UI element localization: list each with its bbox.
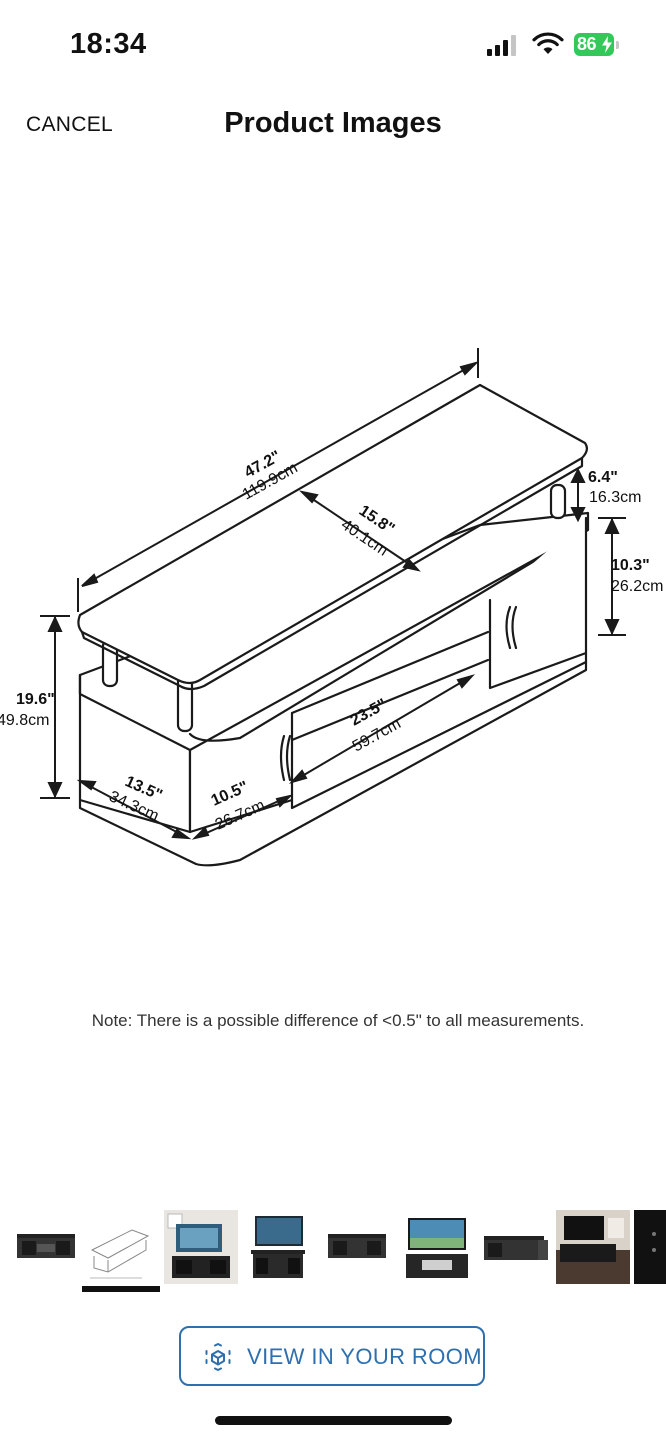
- product-dimension-image[interactable]: 47.2" 119.9cm 15.8" 40.1cm 6.4" 16.3cm 1…: [0, 330, 666, 880]
- dim-total-height-cm: 49.8cm: [0, 712, 49, 729]
- view-in-your-room-label: VIEW IN YOUR ROOM: [247, 1344, 482, 1369]
- battery-percent: 86: [577, 34, 597, 54]
- thumbnail-2-selected[interactable]: [82, 1210, 160, 1292]
- status-bar: 18:34 86: [0, 0, 666, 90]
- thumbnail-9[interactable]: [634, 1210, 666, 1284]
- thumbnail-3[interactable]: [164, 1210, 238, 1284]
- charging-bolt-icon: [602, 36, 612, 53]
- dim-riser-height-in: 6.4": [588, 469, 618, 486]
- status-time: 18:34: [70, 28, 147, 60]
- battery-charging-icon: 86: [574, 33, 620, 56]
- thumbnail-7[interactable]: [478, 1210, 552, 1284]
- dim-riser-height-cm: 16.3cm: [589, 489, 641, 506]
- page-title: Product Images: [224, 107, 442, 139]
- dim-cabinet-height-in: 10.3": [611, 557, 650, 574]
- battery-body: [574, 33, 614, 56]
- thumbnail-4[interactable]: [241, 1210, 315, 1284]
- measurement-note: Note: There is a possible difference of …: [91, 1011, 585, 1030]
- thumbnail-dimension-drawing: [90, 1229, 150, 1279]
- cancel-button[interactable]: CANCEL: [26, 113, 113, 136]
- dim-total-height-in: 19.6": [16, 691, 55, 708]
- home-indicator[interactable]: [215, 1416, 452, 1425]
- thumbnail-5[interactable]: [320, 1210, 394, 1284]
- battery-cap: [616, 41, 619, 49]
- thumbnail-6[interactable]: [400, 1210, 474, 1284]
- thumbnail-strip[interactable]: [0, 1210, 666, 1295]
- view-in-your-room-button[interactable]: VIEW IN YOUR ROOM: [179, 1326, 485, 1386]
- dim-cabinet-height-cm: 26.2cm: [611, 578, 663, 595]
- wifi-icon: [532, 32, 564, 54]
- signal-icon: [487, 35, 516, 56]
- nav-bar: CANCEL Product Images: [0, 95, 666, 155]
- ar-cube-icon: [205, 1343, 231, 1371]
- thumbnail-8[interactable]: [556, 1210, 630, 1284]
- thumbnail-1[interactable]: [9, 1210, 83, 1284]
